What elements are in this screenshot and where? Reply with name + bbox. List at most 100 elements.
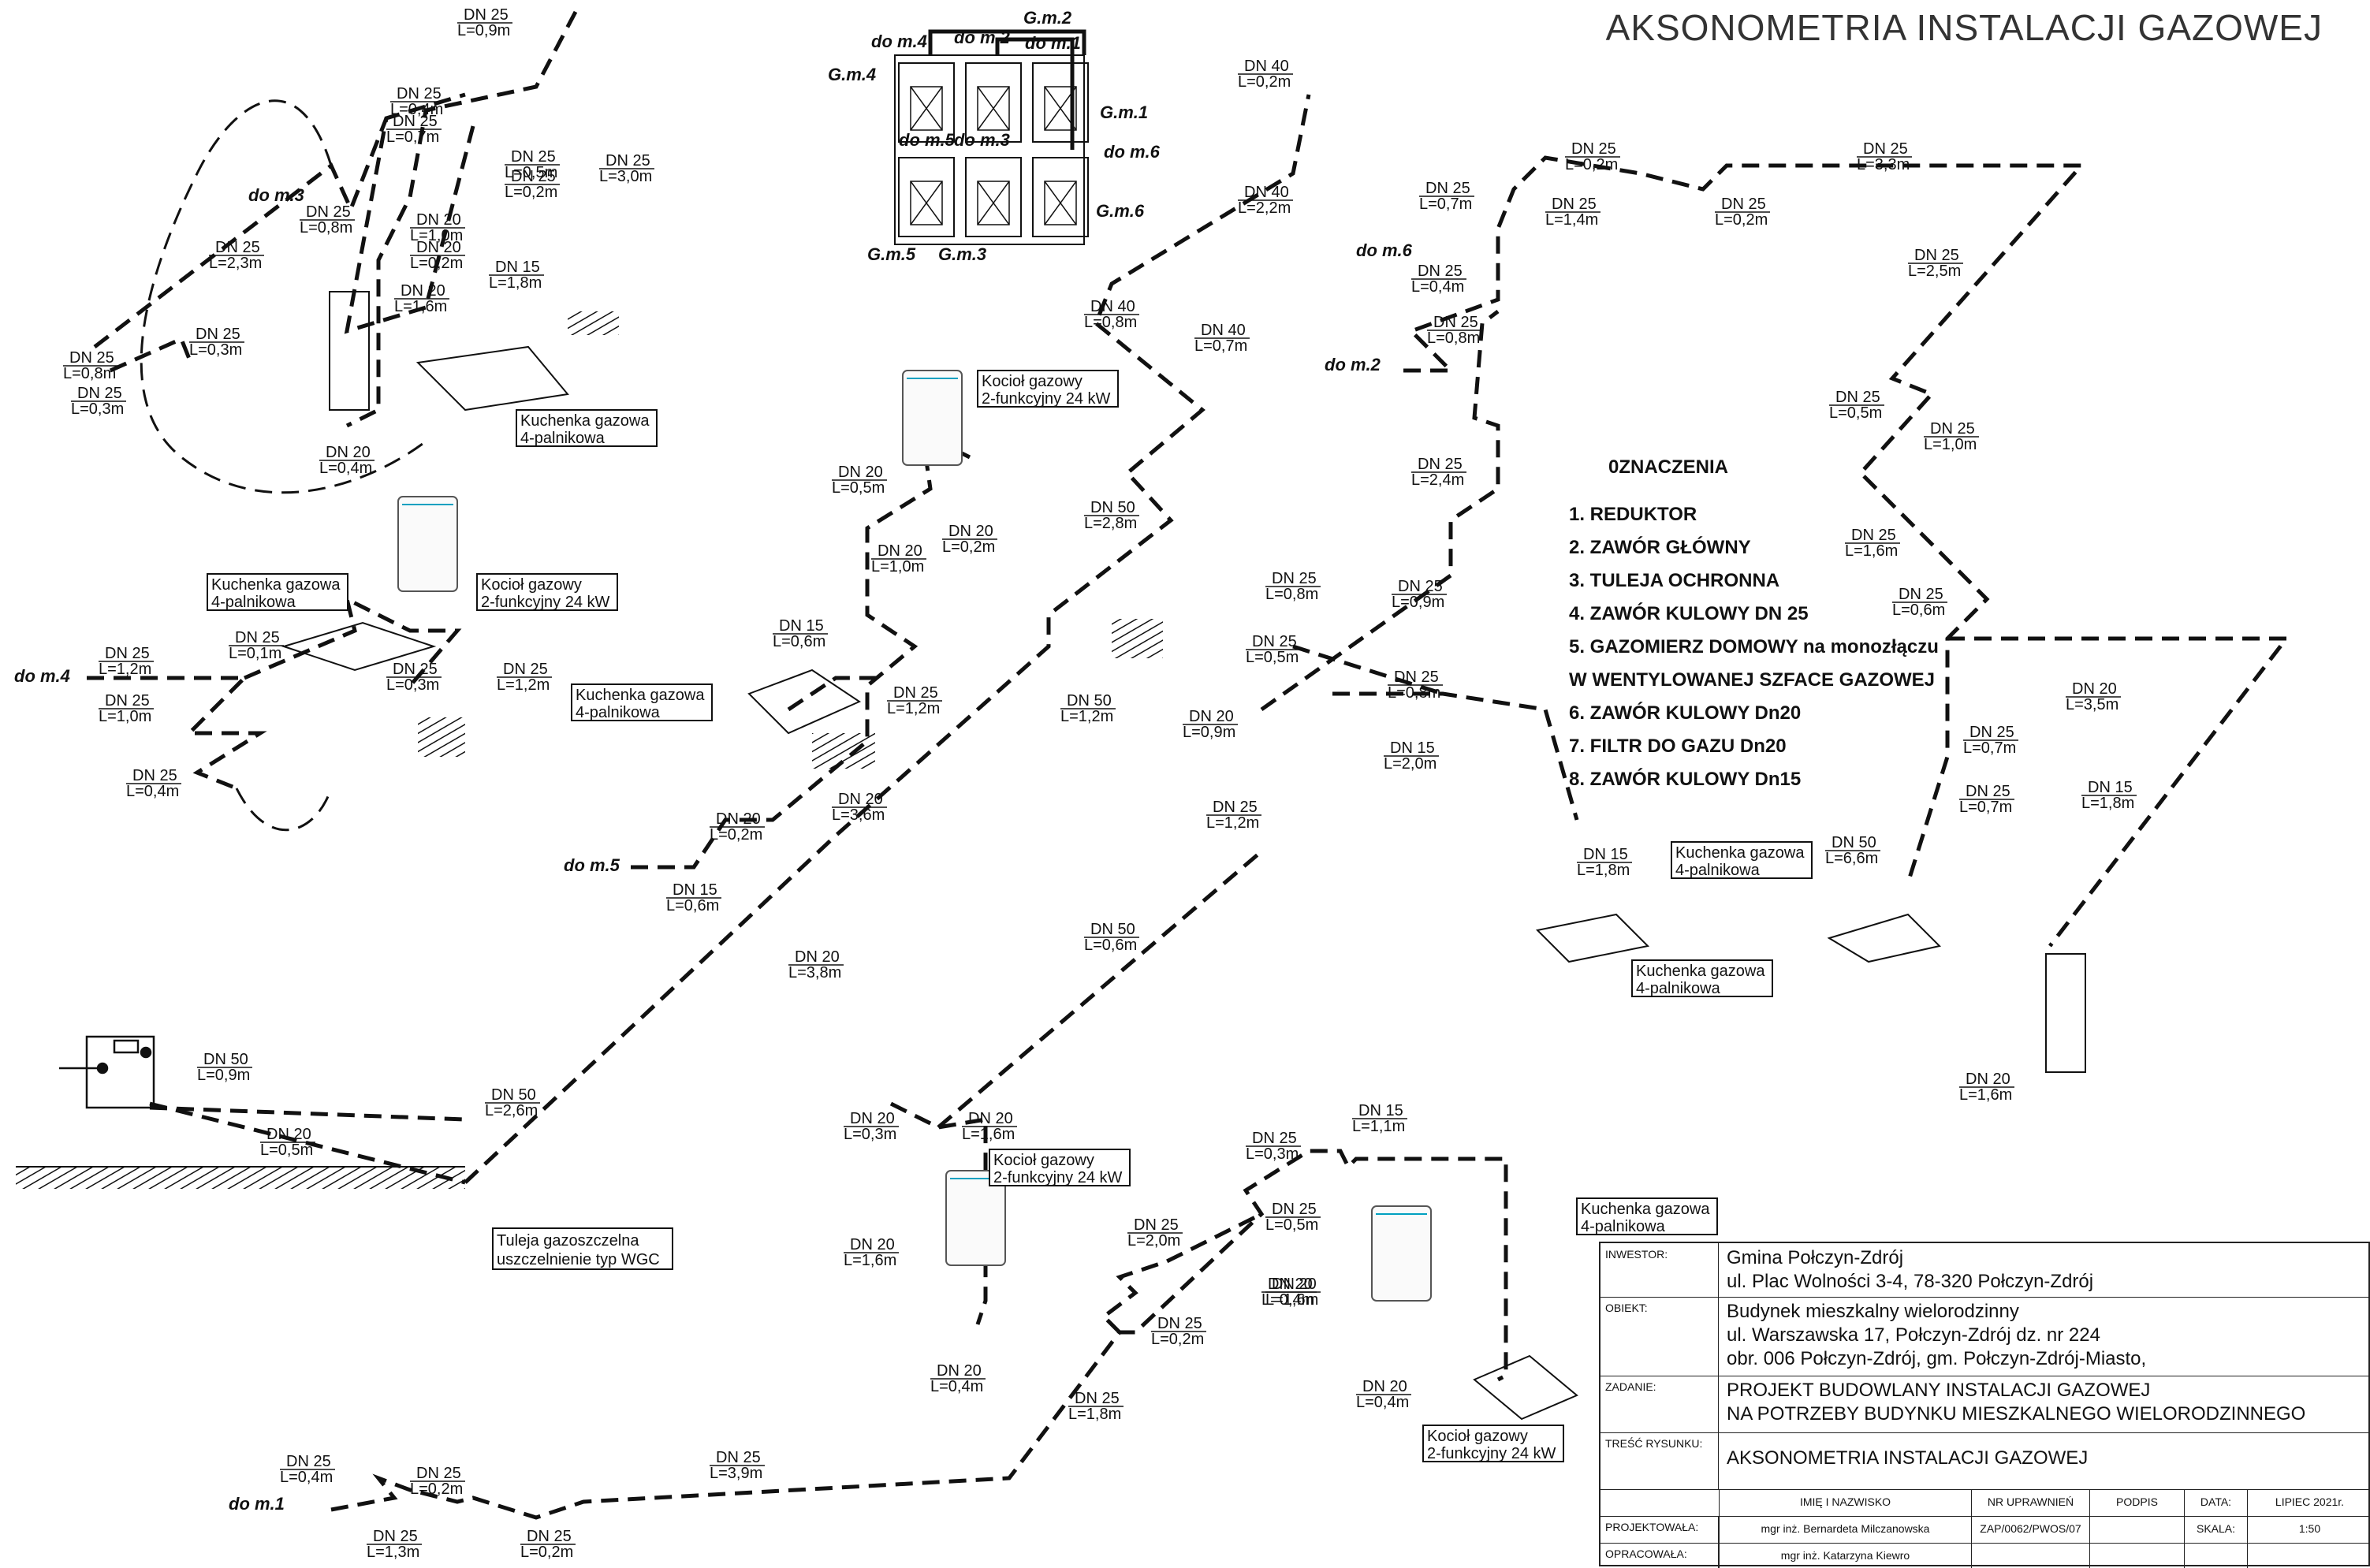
pipe-dn: DN 25 xyxy=(893,684,938,702)
pipe-dn: DN 25 xyxy=(1272,570,1317,587)
pipe-dn: DN 25 xyxy=(393,113,438,130)
callout-text: 4-palnikowa xyxy=(1636,980,1721,997)
pipe-length: L=1,0m xyxy=(99,708,151,725)
tb-value: ul. Plac Wolności 3-4, 78-320 Połczyn-Zd… xyxy=(1727,1271,2094,1292)
callout-text: Kuchenka gazowa xyxy=(576,687,705,704)
pipe-length: L=0,4m xyxy=(930,1378,983,1395)
meter-label: do m.5 xyxy=(899,130,956,150)
pipe-label: DN 15L=0,6m xyxy=(666,881,721,914)
pipe-dn: DN 20 xyxy=(1272,1276,1317,1293)
pipe-length: L=2,5m xyxy=(1908,263,1961,280)
pipe-dn: DN 25 xyxy=(1433,314,1478,331)
pipe-length: L=0,2m xyxy=(1715,211,1768,229)
pipe-label: DN 25L=0,7m xyxy=(386,113,442,146)
pipe-dn: DN 15 xyxy=(673,881,717,899)
pipe-dn: DN 25 xyxy=(1398,578,1443,595)
pipe-length: L=1,2m xyxy=(497,676,550,694)
legend-item: 5. GAZOMIERZ DOMOWY na monozłączu xyxy=(1569,636,1939,657)
pipe-dn: DN 25 xyxy=(1075,1390,1120,1407)
pipe-length: L=1,0m xyxy=(871,558,924,575)
pipe-dn: DN 25 xyxy=(105,692,150,710)
pipe-length: L=0,2m xyxy=(410,1480,463,1498)
meter-labels: G.m.2 do m.4 do m.2 do m.1 G.m.4 G.m.1 d… xyxy=(14,8,1413,1514)
pipe-label: DN 25L=3,0m xyxy=(599,152,654,185)
pipe-dn: DN 20 xyxy=(1189,708,1234,725)
pipe-dn: DN 15 xyxy=(779,617,824,635)
reducer-cabinet xyxy=(59,1035,155,1109)
tb-value: NA POTRZEBY BUDYNKU MIESZKALNEGO WIELORO… xyxy=(1727,1403,2306,1425)
pipe-length: L=0,7m xyxy=(386,128,439,146)
pipe-dn: DN 25 xyxy=(196,326,240,343)
pipe-length: L=0,6m xyxy=(1084,937,1137,954)
pipe-label: DN 25L=0,8m xyxy=(1265,570,1321,603)
pipe-dn: DN 20 xyxy=(1362,1378,1407,1395)
pipe-length: L=2,4m xyxy=(1411,471,1464,489)
tb-col: PODPIS xyxy=(2089,1489,2184,1516)
tb-key: OBIEKT: xyxy=(1600,1297,1719,1376)
pipe-dn: DN 25 xyxy=(1899,586,1943,603)
pipe-label: DN 25L=0,4m xyxy=(1411,263,1466,296)
pipe-label: DN 50L=0,6m xyxy=(1084,921,1139,954)
pipe-length: L=0,4m xyxy=(1411,278,1464,296)
pipe-dn: DN 25 xyxy=(1571,140,1616,158)
pipe-dn: DN 25 xyxy=(716,1449,761,1466)
pipe-dn: DN 25 xyxy=(1394,669,1439,686)
legend-item: 8. ZAWÓR KULOWY Dn15 xyxy=(1569,769,1802,790)
meter-label: do m.1 xyxy=(229,1494,285,1514)
pipe-length: L=1,6m xyxy=(1845,542,1898,560)
pipe-length: L=2,2m xyxy=(1238,199,1291,217)
pipe-length: L=0,3m xyxy=(71,400,124,418)
pipe-dn: DN 20 xyxy=(1966,1071,2010,1088)
tb-key: OPRACOWAŁA: xyxy=(1600,1543,1719,1568)
pipe-length: L=0,5m xyxy=(832,479,885,497)
pipe-label: DN 20L=1,6m xyxy=(1265,1276,1321,1309)
pipe-length: L=3,8m xyxy=(788,964,841,981)
pipe-length: L=3,6m xyxy=(832,806,885,824)
pipe-length: L=1,2m xyxy=(99,661,151,678)
pipe-label: DN 25L=1,8m xyxy=(1068,1390,1124,1423)
tb-value: mgr inż. Bernardeta Milczanowska xyxy=(1719,1516,1971,1543)
pipe-length: L=0,2m xyxy=(1151,1331,1204,1348)
pipe-label: DN 25L=0,8m xyxy=(1388,669,1443,702)
pipe-label: DN 40L=2,2m xyxy=(1238,184,1293,217)
pipe-length: L=0,8m xyxy=(1084,314,1137,331)
callout-text: Kocioł gazowy xyxy=(481,576,582,594)
pipe-label: DN 20L=1,6m xyxy=(962,1110,1017,1143)
tb-value: ZAP/0062/PWOS/07 xyxy=(1971,1516,2089,1543)
pipe-dn: DN 20 xyxy=(878,542,922,560)
meter-label: do m.6 xyxy=(1104,142,1161,162)
meter-label: do m.4 xyxy=(14,666,70,686)
legend-item: 7. FILTR DO GAZU Dn20 xyxy=(1569,736,1787,757)
meter-label: G.m.2 xyxy=(1023,8,1072,28)
pipe-dn: DN 20 xyxy=(937,1362,982,1380)
pipe-dn: DN 25 xyxy=(503,661,548,678)
pipe-length: L=0,7m xyxy=(1959,799,2012,816)
pipe-label: DN 15L=0,6m xyxy=(773,617,828,650)
pipe-label: DN 15L=2,0m xyxy=(1384,739,1439,773)
pipe-label: DN 25L=0,9m xyxy=(457,6,512,39)
pipe-length: L=0,4m xyxy=(126,783,179,800)
tb-value: ul. Warszawska 17, Połczyn-Zdrój dz. nr … xyxy=(1727,1324,2100,1346)
tb-col: NR UPRAWNIEŃ xyxy=(1971,1489,2089,1516)
callout-text: Kuchenka gazowa xyxy=(1675,844,1805,862)
pipe-dn: DN 25 xyxy=(1213,799,1258,816)
radiator-panels xyxy=(329,291,2086,1073)
pipe-dn: DN 20 xyxy=(968,1110,1013,1127)
pipe-label: DN 50L=6,6m xyxy=(1825,834,1880,867)
pipe-dn: DN 15 xyxy=(495,259,540,276)
callout-text: 4-palnikowa xyxy=(1581,1218,1666,1235)
pipe-dn: DN 20 xyxy=(416,211,461,229)
pipe-dn: DN 40 xyxy=(1244,58,1289,75)
pipe-dn: DN 25 xyxy=(1835,389,1880,406)
pipe-label: DN 25L=1,6m xyxy=(1845,527,1900,560)
callout-text: Kuchenka gazowa xyxy=(520,412,650,430)
pipe-label: DN 20L=3,6m xyxy=(832,791,887,824)
pipe-length: L=0,5m xyxy=(505,164,557,181)
pipe-length: L=1,6m xyxy=(1265,1291,1318,1309)
meter-label: do m.1 xyxy=(1025,33,1081,53)
pipe-label: DN 25L=1,0m xyxy=(1924,420,1979,453)
meter-label: do m.3 xyxy=(248,185,304,205)
pipe-dn: DN 25 xyxy=(1425,180,1470,197)
pipe-length: L=1,2m xyxy=(1060,708,1113,725)
